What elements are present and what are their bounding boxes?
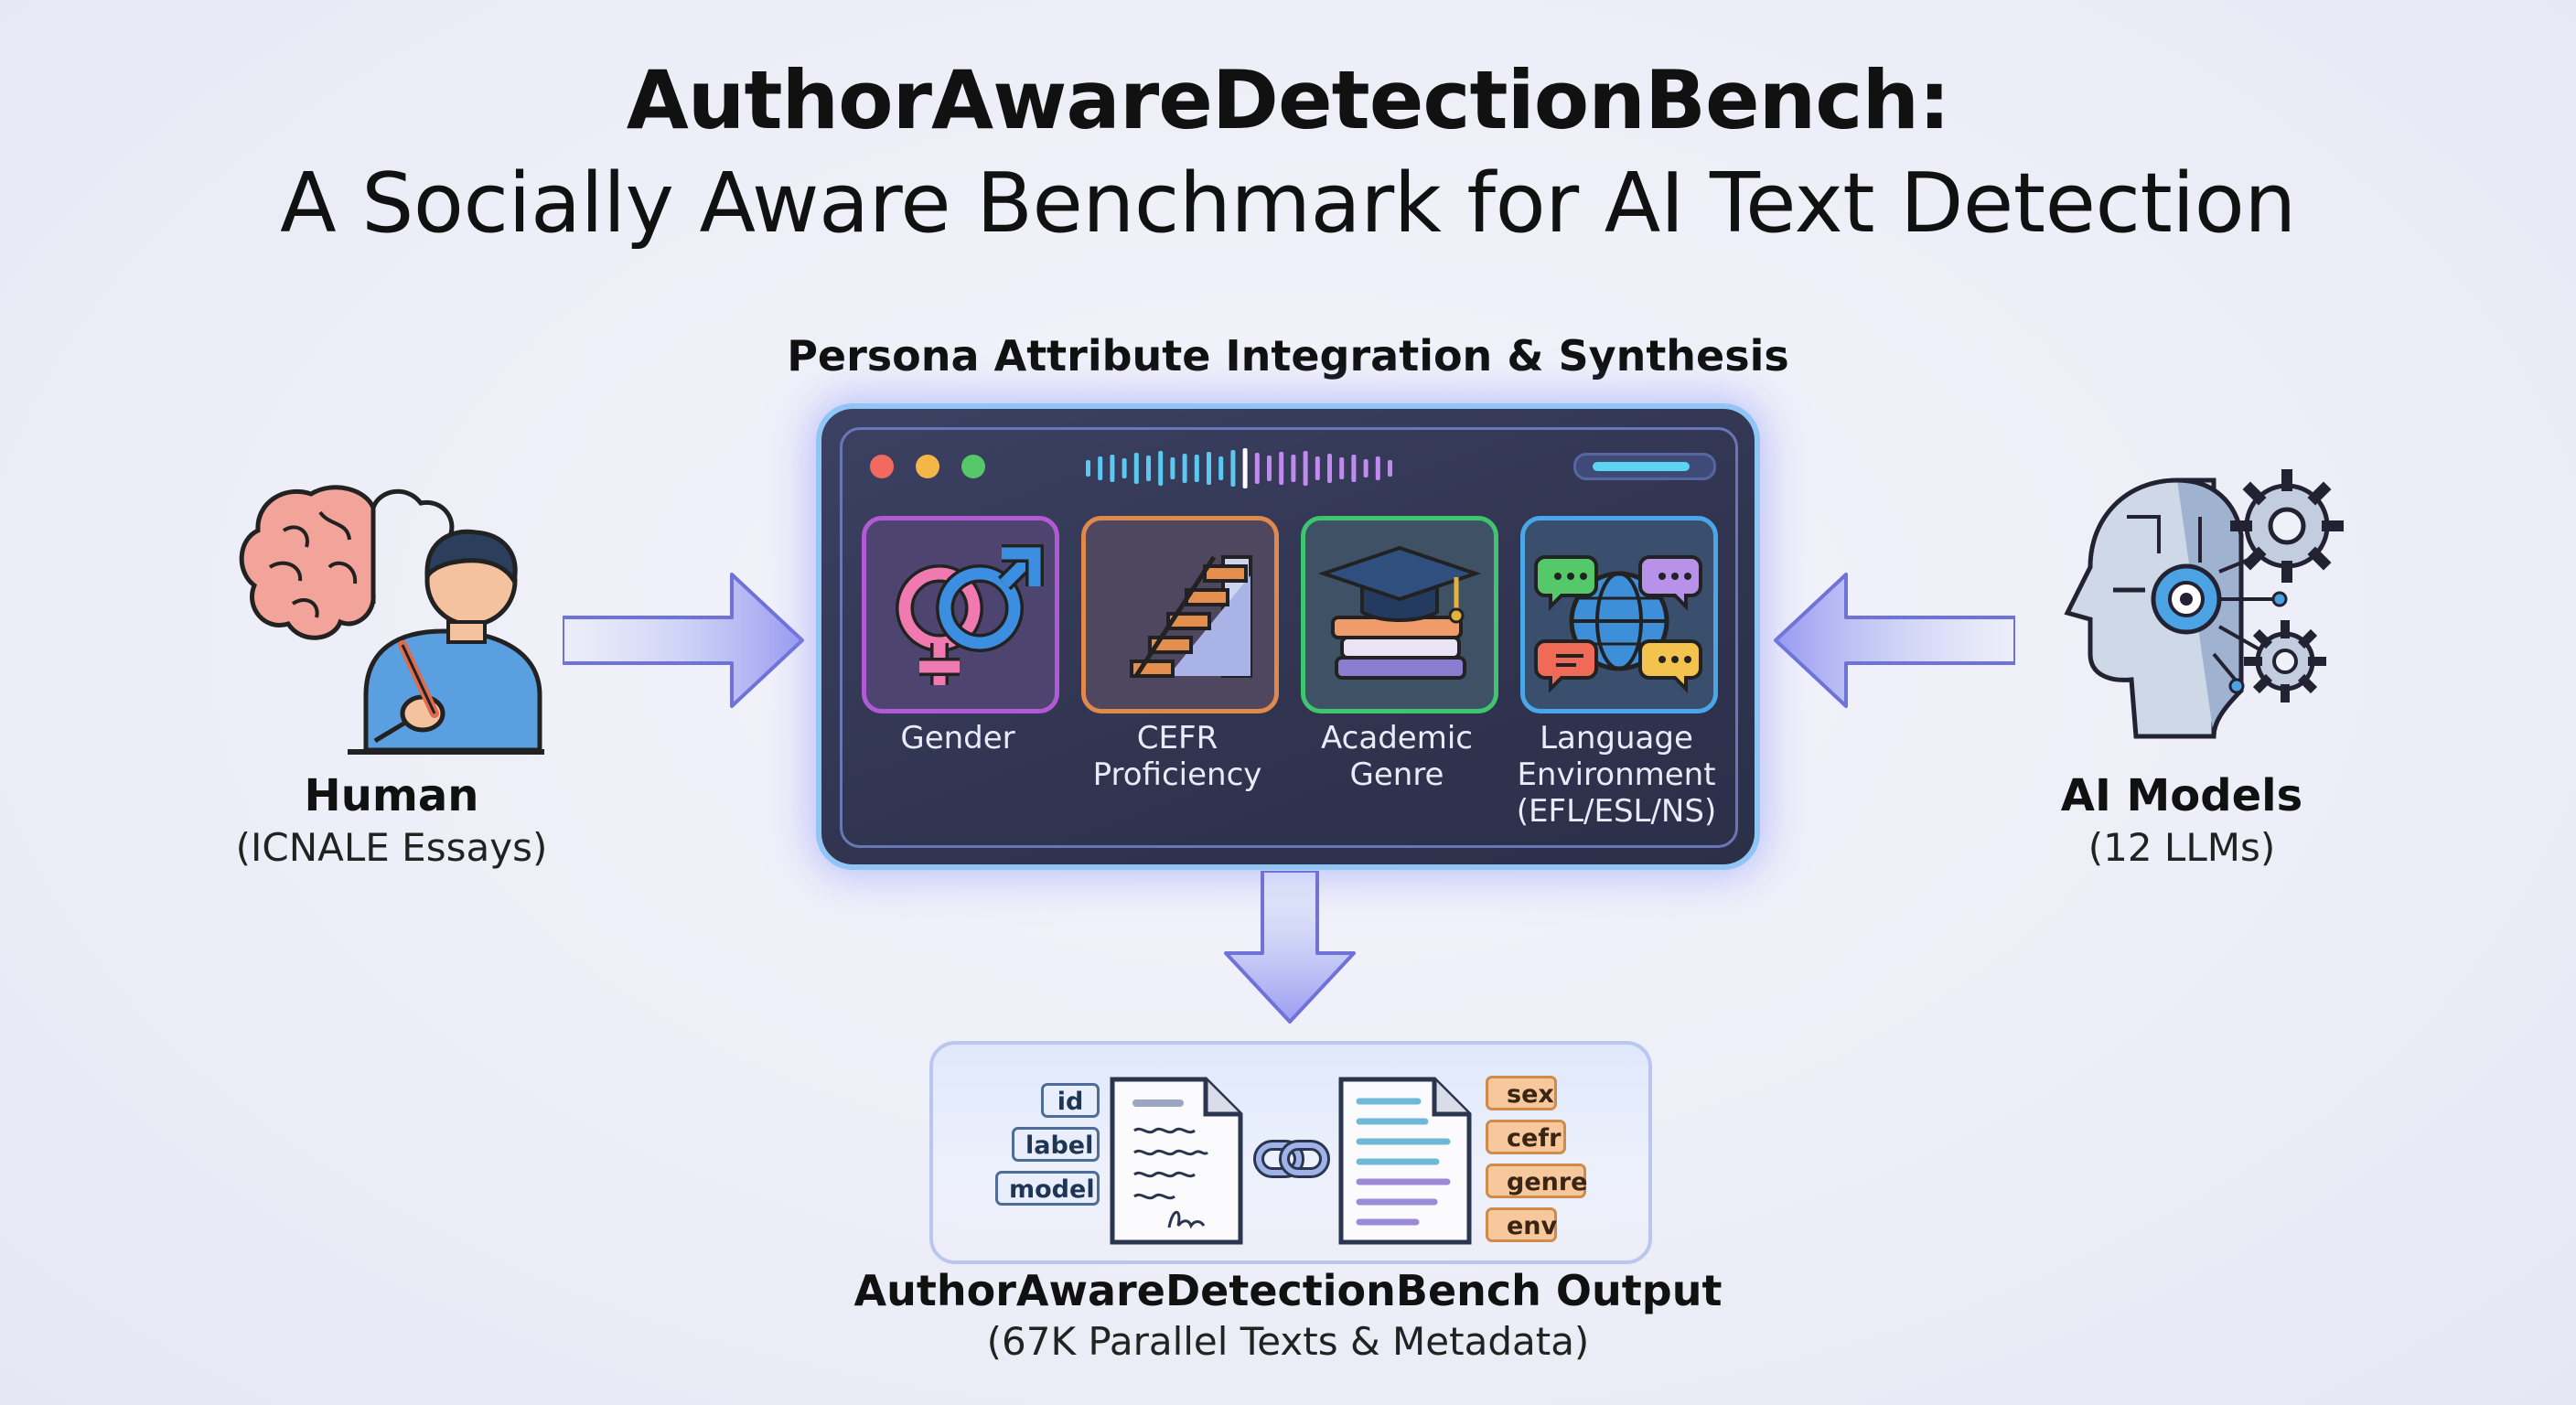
window-dot-red [870, 455, 894, 478]
tile-academic-genre [1301, 516, 1498, 713]
ai-title: AI Models [2060, 770, 2303, 821]
panel-inner-frame [840, 427, 1738, 848]
waveform-bar [1207, 452, 1211, 485]
output-subtitle: (67K Parallel Texts & Metadata) [986, 1319, 1590, 1364]
typed-document-icon [1334, 1074, 1480, 1248]
window-dot-yellow [916, 455, 939, 478]
waveform-bar [1254, 453, 1260, 484]
waveform-bar [1146, 456, 1151, 481]
person-writing-icon [348, 529, 544, 755]
waveform-bar [1110, 455, 1115, 482]
waveform-bar [1375, 456, 1380, 480]
waveform-bar [1194, 455, 1199, 482]
output-title: AuthorAwareDetectionBench Output [853, 1266, 1723, 1315]
waveform-bar [1339, 457, 1345, 479]
tag-label: label [1012, 1127, 1100, 1162]
robot-head-gears-icon [2064, 469, 2344, 739]
tag-genre: genre [1486, 1164, 1588, 1198]
waveform-bar [1315, 456, 1320, 480]
waveform-bar [1388, 460, 1392, 477]
gender-symbols-icon [896, 544, 1044, 685]
arrow-human-to-panel [561, 567, 810, 713]
waveform-bar [1098, 456, 1103, 480]
arrow-panel-to-output [1217, 869, 1363, 1026]
waveform-bar [1158, 451, 1164, 486]
ai-illustration [2040, 462, 2351, 764]
progress-pill [1573, 453, 1716, 480]
waveform-bar [1327, 454, 1332, 483]
link-icon [1253, 1136, 1330, 1184]
label-cefr: CEFR Proficiency [1092, 720, 1262, 793]
graduation-books-icon [1317, 545, 1482, 680]
waveform-icon [1082, 447, 1402, 489]
main-subtitle: A Socially Aware Benchmark for AI Text D… [280, 156, 2296, 252]
waveform-bar [1303, 451, 1308, 486]
ai-subtitle: (12 LLMs) [2088, 825, 2276, 870]
waveform-bar [1279, 452, 1284, 485]
brain-icon [239, 485, 455, 640]
waveform-bar [1182, 454, 1187, 483]
label-gender: Gender [900, 720, 1015, 756]
waveform-bar [1242, 448, 1248, 488]
window-dot-green [961, 455, 985, 478]
label-academic-genre: Academic Genre [1321, 720, 1473, 793]
arrow-ai-to-panel [1768, 567, 2017, 713]
tag-sex: sex [1486, 1076, 1557, 1110]
panel-heading: Persona Attribute Integration & Synthesi… [787, 331, 1789, 381]
staircase-icon [1130, 555, 1252, 678]
waveform-bar [1267, 456, 1272, 481]
tag-env: env [1486, 1207, 1557, 1242]
human-title: Human [304, 770, 479, 821]
tile-gender [862, 516, 1059, 713]
persona-panel: Gender CEFR Proficiency Academic Genre L… [821, 409, 1755, 864]
tile-cefr [1081, 516, 1279, 713]
waveform-bar [1133, 453, 1139, 484]
human-illustration [229, 467, 558, 759]
waveform-bar [1086, 460, 1090, 477]
globe-chat-icon [1534, 555, 1702, 693]
waveform-bar [1291, 455, 1296, 482]
waveform-bar [1351, 455, 1357, 482]
waveform-bar [1170, 457, 1175, 479]
output-box: id label model [929, 1041, 1652, 1264]
waveform-bar [1122, 458, 1127, 478]
tag-id: id [1041, 1083, 1100, 1118]
waveform-bar [1230, 450, 1236, 487]
tag-cefr: cefr [1486, 1120, 1566, 1154]
main-title: AuthorAwareDetectionBench: [626, 53, 1951, 147]
tile-language-environment [1520, 516, 1718, 713]
handwritten-document-icon [1105, 1074, 1251, 1248]
tag-model: model [995, 1171, 1100, 1206]
waveform-bar [1218, 456, 1224, 480]
waveform-bar [1363, 459, 1368, 477]
human-subtitle: (ICNALE Essays) [235, 825, 548, 870]
label-language-environment: Language Environment (EFL/ESL/NS) [1516, 720, 1717, 830]
